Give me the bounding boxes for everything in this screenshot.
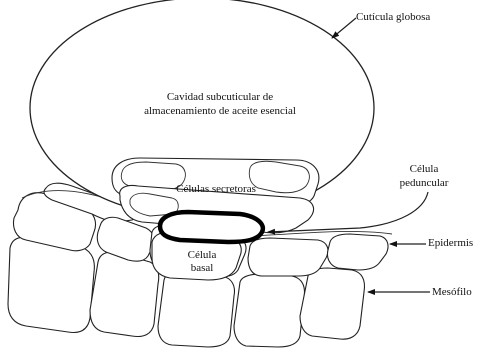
mesophyll-label: Mesófilo [432,286,472,298]
epidermis-cell [327,234,388,270]
epidermis-cell [248,238,328,276]
mesophyll-cell [8,237,94,332]
cuticle-arrow [332,18,356,38]
mesophyll-cell [158,271,235,347]
basal-label-line1: Célula [188,249,217,261]
stalk-cell [160,212,263,242]
mesophyll-cell [300,268,365,339]
cuticle-label: Cutícula globosa [356,11,430,23]
mesophyll-cell [234,274,305,347]
mesophyll-cell [90,252,159,336]
basal-label-line2: basal [191,262,214,274]
secretory-label: Células secretoras [176,183,256,195]
stalk-label-line2: peduncular [400,177,449,189]
cavity-label-line1: Cavidad subcuticular de [167,91,273,103]
epidermis-label: Epidermis [428,237,473,249]
stalk-label-line1: Célula [410,163,439,175]
cavity-label-line2: almacenamiento de aceite esencial [144,105,296,117]
